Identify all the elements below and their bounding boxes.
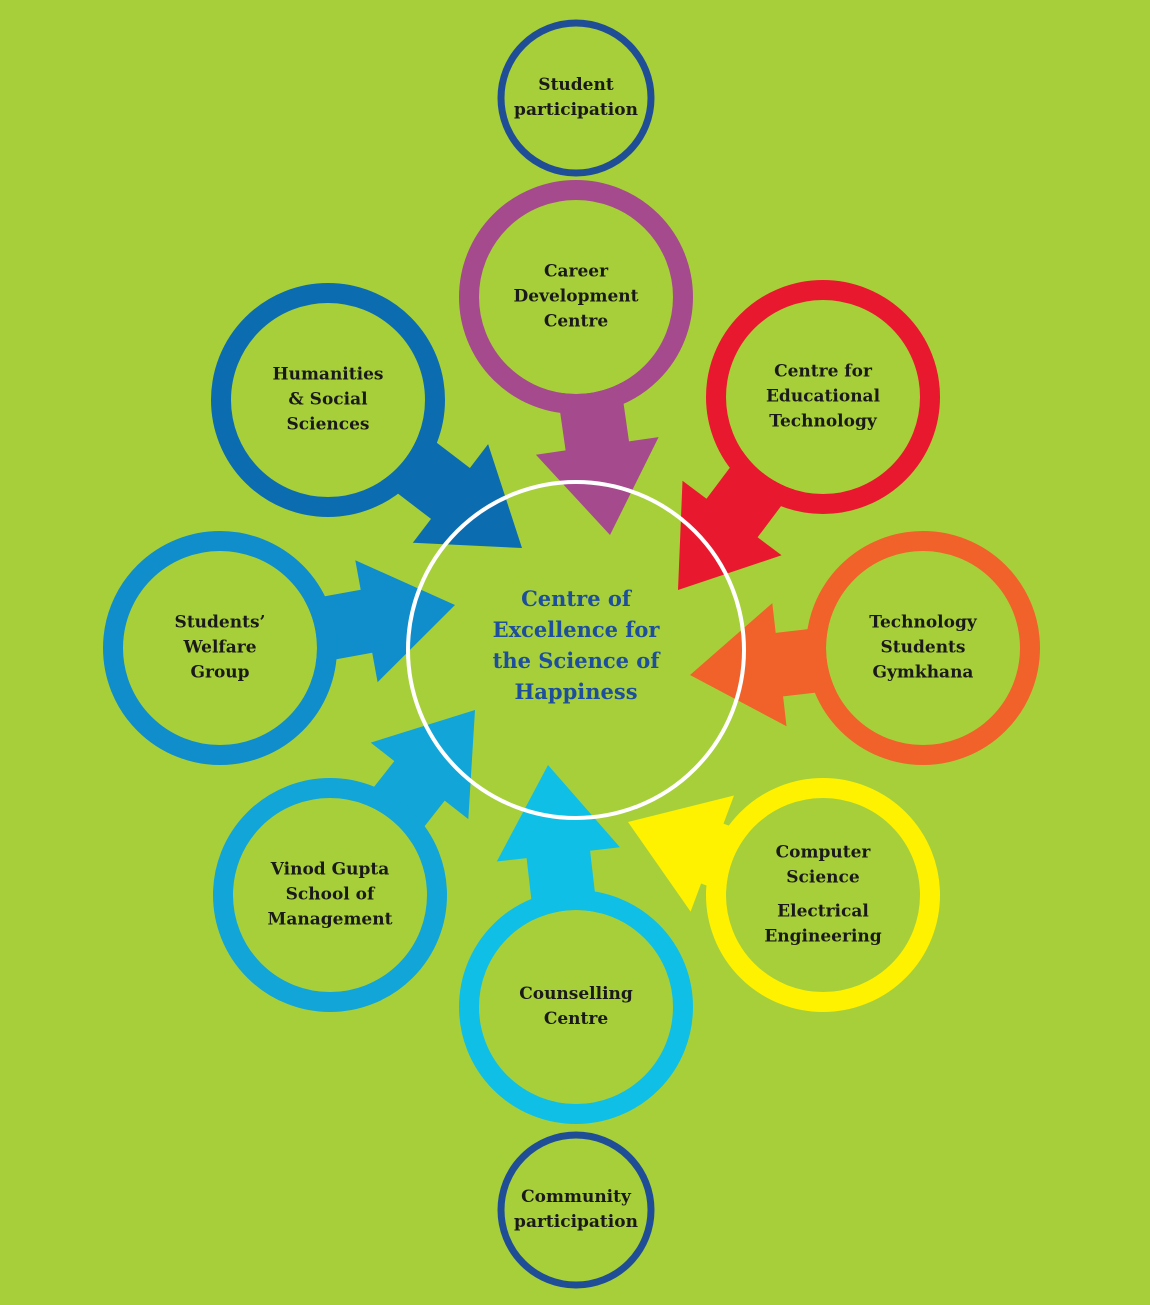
node-label-line: Computer [775,842,871,863]
ring-interior-students-welfare-group [123,551,317,745]
node-label-line: Students [880,637,966,658]
ring-computer-science-electrical-engineering [706,778,940,1012]
center-title-line: Excellence for [492,617,660,642]
ring-interior-vinod-gupta-school-of-management [233,798,427,992]
ring-vinod-gupta-school-of-management [213,778,447,1012]
node-label-line: Vinod Gupta [270,859,390,880]
node-label-line: participation [514,100,638,120]
ring-centre-for-educational-technology [706,280,940,514]
node-label-line: Management [267,909,393,930]
node-label-line: Centre [543,311,609,332]
node-label-line: Educational [765,386,881,407]
node-label-community-participation: Community participation [514,1185,638,1235]
node-label-line: & Social [288,389,368,410]
ring-interior-counselling-centre [479,910,673,1104]
center-title-line: Happiness [514,679,638,704]
node-label-line: School of [285,884,375,905]
ring-career-development-centre [459,180,693,414]
node-label-gap [764,891,881,900]
node-label-line: Centre for [774,361,872,382]
node-label-line: Community [521,1187,631,1207]
ring-interior-career-development-centre [479,200,673,394]
ring-students-welfare-group [103,531,337,765]
center-title: Centre of Excellence for the Science of … [493,583,660,707]
ring-interior-computer-science-electrical-engineering [726,798,920,992]
ring-technology-students-gymkhana [806,531,1040,765]
node-label-student-participation: Student participation [514,73,638,123]
ring-interior-technology-students-gymkhana [826,551,1020,745]
center-title-line: the Science of [492,648,660,673]
ring-interior-centre-for-educational-technology [726,300,920,494]
node-label-line: Gymkhana [872,662,974,683]
node-label-line: Engineering [764,926,882,947]
ring-community-participation [497,1131,655,1289]
node-label-line: Welfare [183,637,257,658]
node-label-line: Centre [543,1009,609,1029]
node-label-line: Career [543,261,609,282]
node-label-line: Counselling [519,984,633,1004]
node-label-line: Electrical [777,901,869,922]
node-label-line: Science [786,867,860,888]
node-label-line: Sciences [286,414,370,435]
node-label-line: Development [513,286,639,307]
node-label-line: Technology [769,411,877,432]
center-ring [406,480,746,820]
ring-student-participation [497,19,655,177]
rings-layer [103,19,1040,1289]
ring-interior-humanities-social-sciences [231,303,425,497]
node-label-line: Student [538,75,614,95]
ring-humanities-social-sciences [211,283,445,517]
ring-counselling-centre [459,890,693,1124]
node-label-line: Technology [869,612,977,633]
node-label-line: Group [190,662,250,683]
node-label-line: Humanities [272,364,384,385]
center-title-line: Centre of [521,586,631,611]
node-label-line: Students’ [174,612,266,633]
node-label-line: participation [514,1212,638,1232]
